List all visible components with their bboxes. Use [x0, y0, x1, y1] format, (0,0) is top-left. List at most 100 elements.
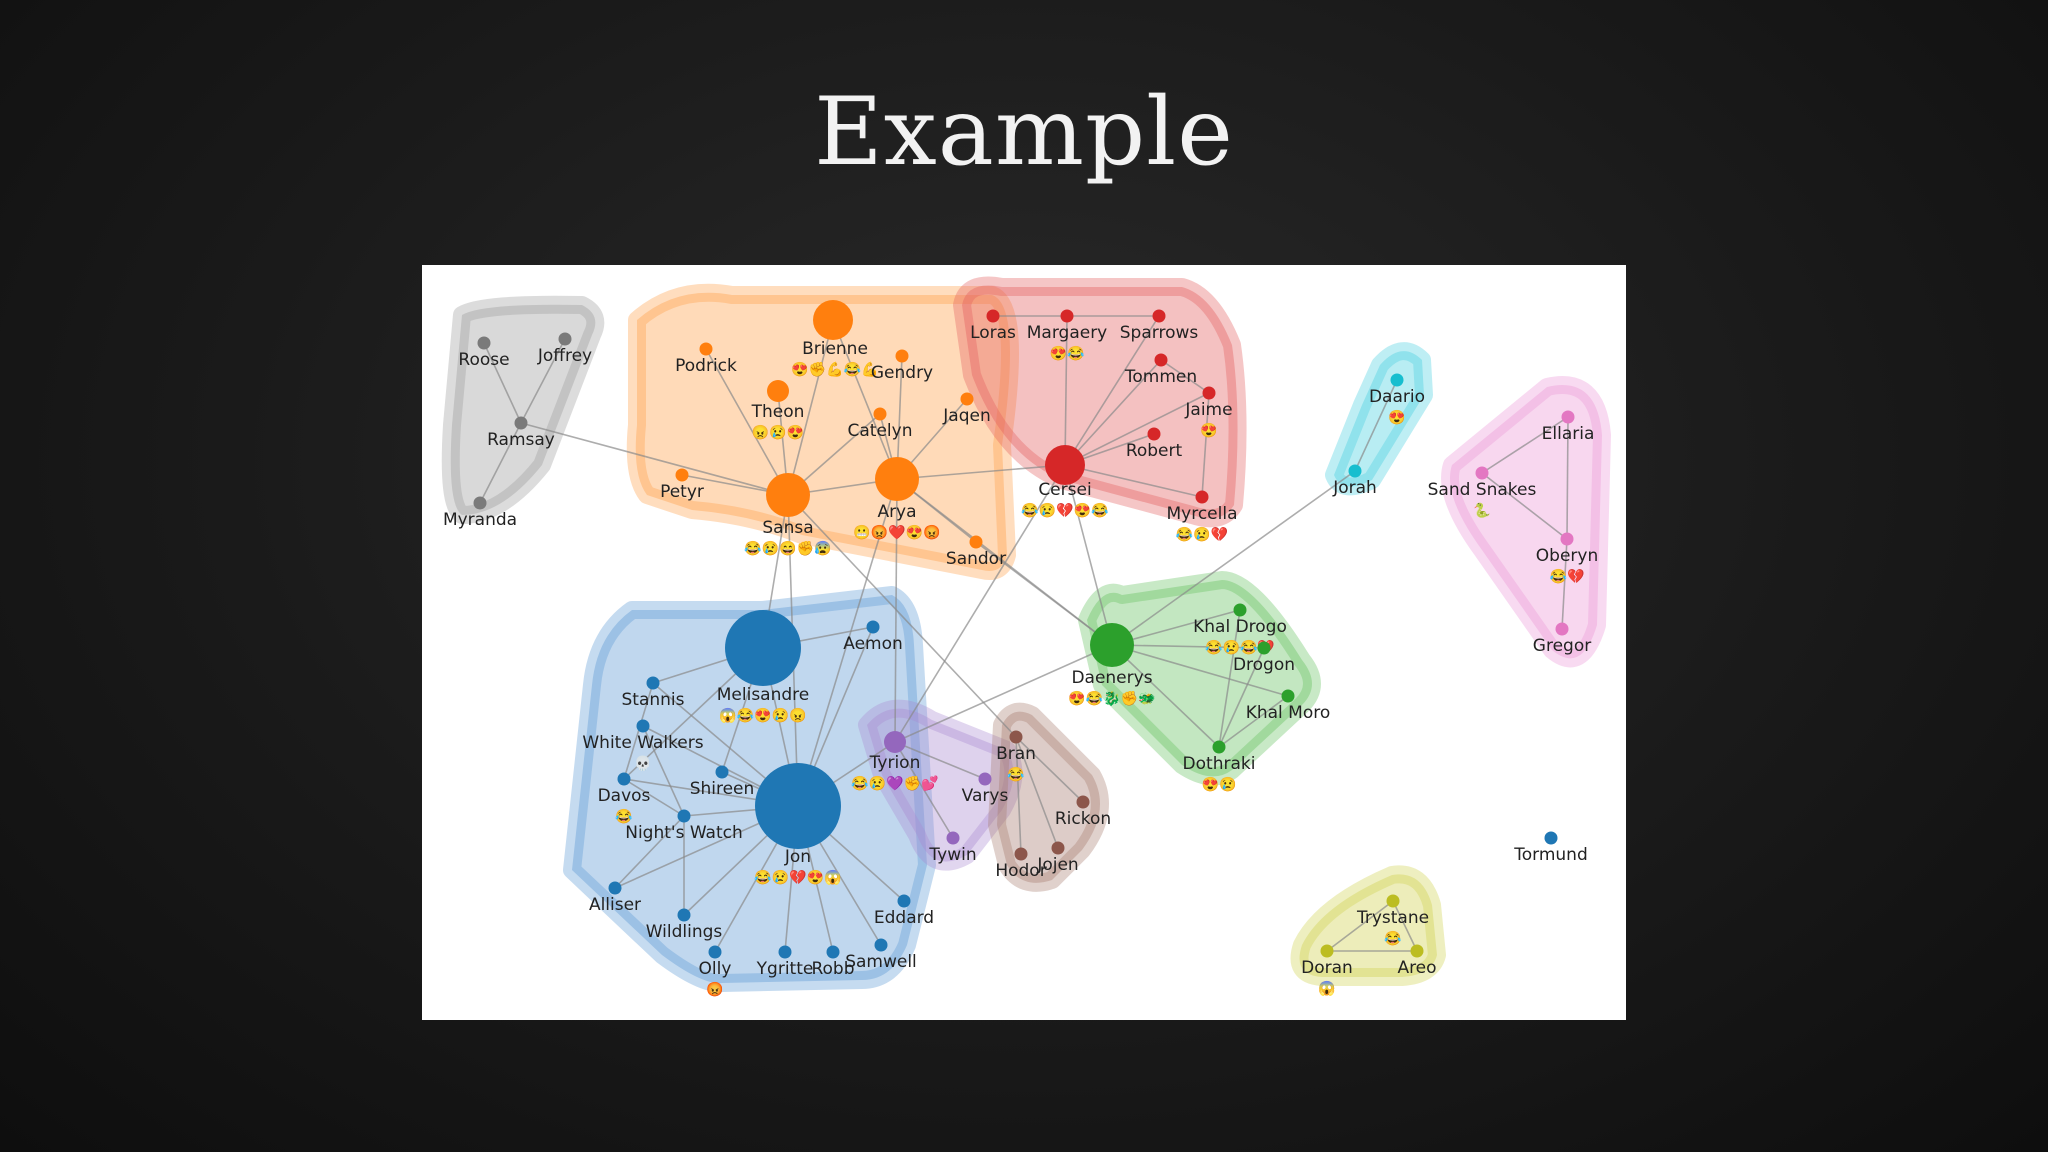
node-label-tormund: Tormund: [1513, 845, 1588, 865]
node-areo[interactable]: [1410, 944, 1424, 958]
edge-jaime-cersei: [1064, 392, 1210, 466]
node-emoji-brienne: 😍✊💪😂💪: [791, 361, 878, 378]
node-nightswatch[interactable]: [677, 809, 691, 823]
node-khalmoro[interactable]: [1281, 689, 1295, 703]
node-sansa[interactable]: [766, 473, 810, 517]
edge-davos-nightswatch: [623, 778, 685, 817]
node-jojen[interactable]: [1051, 841, 1065, 855]
node-trystane[interactable]: [1386, 894, 1400, 908]
node-label-tommen: Tommen: [1124, 367, 1197, 387]
node-khaldrogo[interactable]: [1233, 603, 1247, 617]
node-label-myranda: Myranda: [443, 510, 517, 530]
node-brienne[interactable]: [813, 300, 853, 340]
node-gendry[interactable]: [895, 349, 909, 363]
node-arya[interactable]: [875, 457, 919, 501]
node-alliser[interactable]: [608, 881, 622, 895]
node-tywin[interactable]: [946, 831, 960, 845]
node-myranda[interactable]: [473, 496, 487, 510]
edge-ramsay-myranda: [479, 422, 522, 504]
node-olly[interactable]: [708, 945, 722, 959]
cluster-hull-gray: [441, 295, 605, 524]
node-emoji-myrcella: 😂😢💔: [1176, 526, 1229, 542]
node-jaqen[interactable]: [960, 392, 974, 406]
node-eddard[interactable]: [897, 894, 911, 908]
node-tyrion[interactable]: [884, 731, 906, 753]
edge-sparrows-cersei: [1064, 315, 1160, 466]
node-daario[interactable]: [1390, 373, 1404, 387]
node-stannis[interactable]: [646, 676, 660, 690]
node-tommen[interactable]: [1154, 353, 1168, 367]
node-davos[interactable]: [617, 772, 631, 786]
edge-sandsnakes-oberyn: [1481, 472, 1568, 540]
node-whitewalkers[interactable]: [636, 719, 650, 733]
node-label-myrcella: Myrcella: [1166, 504, 1237, 524]
node-ramsay[interactable]: [514, 416, 528, 430]
node-joffrey[interactable]: [558, 332, 572, 346]
edge-trystane-doran: [1326, 900, 1394, 952]
node-loras[interactable]: [986, 309, 1000, 323]
node-gregor[interactable]: [1555, 622, 1569, 636]
node-sparrows[interactable]: [1152, 309, 1166, 323]
node-emoji-jon: 😂😢💔😍😱: [754, 869, 841, 886]
node-label-ellaria: Ellaria: [1542, 424, 1595, 444]
node-label-robert: Robert: [1126, 441, 1183, 461]
node-daenerys[interactable]: [1090, 623, 1134, 667]
node-roose[interactable]: [477, 336, 491, 350]
node-oberyn[interactable]: [1560, 532, 1574, 546]
node-sandor[interactable]: [969, 535, 983, 549]
node-label-samwell: Samwell: [845, 952, 917, 972]
node-rickon[interactable]: [1076, 795, 1090, 809]
node-label-gregor: Gregor: [1533, 636, 1591, 656]
node-robb[interactable]: [826, 945, 840, 959]
edge-whitewalkers-nightswatch: [642, 725, 685, 817]
node-label-jojen: Jojen: [1036, 855, 1078, 875]
node-emoji-khaldrogo: 😂😢😂💔: [1205, 639, 1275, 655]
node-ygritte[interactable]: [778, 945, 792, 959]
node-label-jaqen: Jaqen: [942, 406, 990, 426]
node-jorah[interactable]: [1348, 464, 1362, 478]
node-label-melisandre: Melisandre: [717, 685, 810, 705]
node-label-bran: Bran: [996, 744, 1036, 764]
node-jaime[interactable]: [1202, 386, 1216, 400]
node-margaery[interactable]: [1060, 309, 1074, 323]
node-doran[interactable]: [1320, 944, 1334, 958]
node-jon[interactable]: [755, 763, 841, 849]
node-label-tywin: Tywin: [928, 845, 976, 865]
node-melisandre[interactable]: [725, 610, 801, 686]
node-petyr[interactable]: [675, 468, 689, 482]
node-bran[interactable]: [1009, 730, 1023, 744]
node-label-ygritte: Ygritte: [756, 959, 814, 979]
node-ellaria[interactable]: [1561, 410, 1575, 424]
node-hodor[interactable]: [1014, 847, 1028, 861]
node-label-ramsay: Ramsay: [487, 430, 555, 450]
node-dothraki[interactable]: [1212, 740, 1226, 754]
node-tormund[interactable]: [1544, 831, 1558, 845]
node-myrcella[interactable]: [1195, 490, 1209, 504]
node-sandsnakes[interactable]: [1475, 466, 1489, 480]
node-cersei[interactable]: [1045, 445, 1085, 485]
node-drogon[interactable]: [1257, 641, 1271, 655]
edge-bran-sansa: [787, 494, 1017, 738]
node-samwell[interactable]: [874, 938, 888, 952]
node-podrick[interactable]: [699, 342, 713, 356]
node-label-catelyn: Catelyn: [848, 421, 913, 441]
node-label-loras: Loras: [970, 323, 1016, 343]
node-wildlings[interactable]: [677, 908, 691, 922]
edge-daenerys-tyrion: [894, 644, 1113, 743]
node-shireen[interactable]: [715, 765, 729, 779]
node-aemon[interactable]: [866, 620, 880, 634]
edge-jon-arya: [797, 478, 898, 807]
node-label-drogon: Drogon: [1233, 655, 1295, 675]
edge-oberyn-gregor: [1561, 538, 1568, 630]
node-label-sandor: Sandor: [946, 549, 1006, 569]
node-label-wildlings: Wildlings: [646, 922, 723, 942]
cluster-hull-blue: [563, 586, 936, 993]
node-varys[interactable]: [978, 772, 992, 786]
edge-drogon-dothraki: [1218, 647, 1265, 748]
node-theon[interactable]: [767, 380, 789, 402]
node-label-sandsnakes: Sand Snakes: [1428, 480, 1537, 500]
node-robert[interactable]: [1147, 427, 1161, 441]
node-catelyn[interactable]: [873, 407, 887, 421]
edge-daenerys-cersei: [1064, 464, 1113, 646]
